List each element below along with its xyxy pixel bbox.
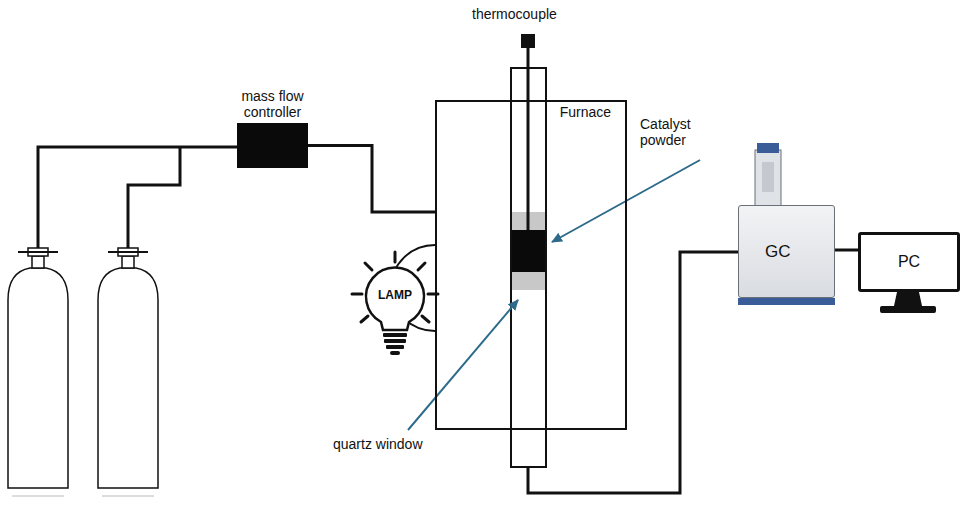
- monitor-base: [880, 306, 936, 313]
- cylinder-shadow: [12, 495, 154, 497]
- monitor-stand: [894, 292, 922, 306]
- callout-label: quartz window: [333, 436, 453, 452]
- lamp-label-area: LAMP: [366, 284, 424, 306]
- flow-controller-box: mass flow controller: [237, 123, 308, 168]
- gas-cylinder: [8, 248, 158, 488]
- node-label: GC: [765, 242, 791, 262]
- gc-base-strip: [738, 298, 835, 305]
- lamp-bulb: [366, 268, 424, 330]
- node-label: Furnace: [560, 104, 611, 120]
- quartz-window: [512, 272, 545, 290]
- node-label: PC: [898, 253, 920, 271]
- node-label: LAMP: [378, 288, 412, 302]
- thermocouple-rod: [527, 48, 530, 230]
- lamp-base: [383, 333, 407, 355]
- gc-detector-cap: [757, 143, 779, 153]
- callout-label: Catalyst powder: [640, 116, 720, 148]
- gc-detector-panel: [762, 162, 774, 192]
- gc-detector: [755, 150, 781, 206]
- computer-monitor: PC: [858, 232, 960, 292]
- pipe-connector: [308, 146, 435, 213]
- pipe-connector: [835, 249, 858, 252]
- gas-line: [38, 147, 237, 250]
- pipe-connector: [528, 252, 738, 493]
- catalyst-bed: [512, 230, 545, 272]
- callout-leader: [408, 300, 518, 430]
- node-label: mass flow controller: [217, 88, 329, 120]
- furnace-box: Furnace: [435, 100, 627, 430]
- gas-chromatograph: GC: [738, 205, 835, 298]
- part-label: thermocouple: [472, 6, 592, 22]
- thermocouple-head: [521, 34, 535, 48]
